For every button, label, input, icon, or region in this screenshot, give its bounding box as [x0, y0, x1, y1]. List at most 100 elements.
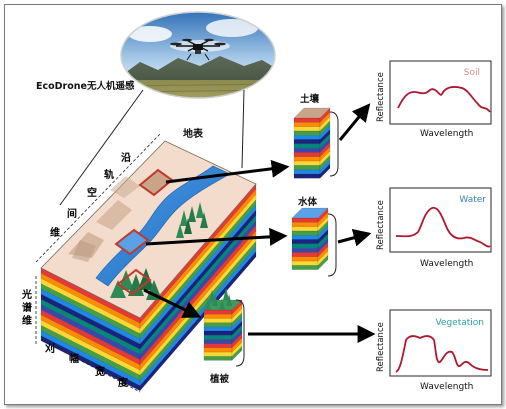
- small-cube-layer-front: [291, 239, 319, 245]
- small-cube-layer-side: [231, 337, 243, 353]
- small-cube-layer-side: [231, 307, 243, 324]
- small-cube-layer-front: [291, 265, 319, 270]
- water-chart-title: Water: [459, 195, 486, 205]
- tree-icon: [223, 288, 229, 300]
- small-cube-layer-side: [231, 312, 243, 328]
- vegetation-patch: [110, 268, 162, 300]
- forest-patch: [176, 202, 208, 238]
- spectral-axis-label: 光 谱 维: [21, 276, 37, 344]
- svg-text:空: 空: [87, 186, 97, 199]
- small-cube-layer-front: [291, 222, 319, 227]
- vegetation-chart-xlabel: Wavelength: [420, 382, 473, 392]
- arrow-water-to-cube: [145, 227, 288, 246]
- soil-spectral-cube: [293, 107, 331, 179]
- small-cube-layer-front: [293, 165, 321, 170]
- svg-text:间: 间: [67, 207, 77, 220]
- water-sample-square: [114, 228, 150, 256]
- vegetation-chart-title: Vegetation: [435, 318, 484, 328]
- fov-line-left: [59, 89, 144, 206]
- small-cube-layer-front: [203, 335, 233, 340]
- svg-text:沿: 沿: [121, 151, 131, 164]
- small-cube-layer-front: [291, 234, 319, 240]
- small-cube-layer-front: [293, 147, 321, 153]
- small-cube-layer-front: [291, 230, 319, 236]
- svg-text:轨: 轨: [104, 168, 114, 181]
- tree-icon: [219, 298, 225, 310]
- arrow-vegetation-to-cube: [143, 288, 202, 318]
- small-cube-layer-front: [291, 226, 319, 232]
- small-cube-layer-front: [203, 343, 233, 348]
- small-cube-layer-front: [293, 160, 321, 166]
- small-cube-layer-front: [291, 260, 319, 266]
- small-cube-layer-front: [203, 309, 233, 315]
- soil-chart-ylabel: Reflectance: [376, 72, 386, 122]
- small-cube-layer-front: [293, 130, 321, 136]
- small-cube-layer-front: [203, 314, 233, 319]
- small-cube-layer-side: [231, 316, 243, 332]
- small-cube-layer-front: [203, 356, 233, 361]
- cube-layer-side: [139, 230, 257, 371]
- fov-line-right: [241, 89, 245, 169]
- svg-text:谱: 谱: [22, 301, 32, 314]
- small-cube-layer-front: [293, 143, 321, 149]
- water-spectral-cube: [291, 207, 329, 271]
- small-cube-layer-side: [231, 328, 243, 345]
- svg-text:宽: 宽: [94, 365, 105, 378]
- small-cube-layer-side: [231, 324, 243, 340]
- small-cube-layer-front: [293, 156, 321, 162]
- small-cube-layer-front: [291, 252, 319, 257]
- arrow-soil-to-cube: [165, 159, 290, 184]
- svg-text:幅: 幅: [69, 352, 79, 365]
- small-cube-layer-front: [203, 330, 233, 336]
- small-cube-layer-front: [291, 217, 319, 223]
- bracket-soil: [329, 111, 339, 177]
- water-chart-ylabel: Reflectance: [376, 200, 386, 250]
- small-cube-layer-front: [293, 169, 321, 175]
- small-cube-layer-front: [291, 256, 319, 262]
- small-cube-layer-side: [231, 341, 243, 357]
- small-cube-top: [293, 107, 331, 119]
- river: [95, 165, 231, 287]
- vegetation-sample-square: [116, 268, 152, 296]
- small-cube-layer-front: [203, 347, 233, 353]
- water-cube-label: 水体: [298, 196, 318, 208]
- small-cube-layer-side: [231, 333, 243, 349]
- small-cube-layer-front: [293, 117, 321, 123]
- water-reflectance-chart: Water Wavelength Reflectance: [376, 187, 492, 269]
- drone-icon: [170, 38, 226, 61]
- soil-cube-label: 土壤: [300, 93, 320, 105]
- small-cube-layer-front: [203, 326, 233, 332]
- tree-icon: [205, 298, 211, 310]
- drone-photo: [120, 11, 276, 99]
- small-cube-layer-front: [291, 243, 319, 249]
- svg-text:维: 维: [50, 226, 60, 239]
- vegetation-reflectance-chart: Vegetation Wavelength Reflectance: [376, 309, 492, 392]
- tree-icon: [212, 294, 218, 306]
- small-cube-layer-front: [293, 126, 321, 132]
- small-cube-layer-front: [293, 152, 321, 157]
- soil-reflectance-chart: Soil Wavelength Reflectance: [376, 60, 492, 139]
- small-cube-layer-side: [231, 320, 243, 336]
- small-cube-layer-side: [231, 303, 243, 319]
- drone-label: EcoDrone无人机遥感: [36, 80, 135, 92]
- ground-label: 地表: [183, 127, 204, 140]
- vegetation-cube-label: 植被: [209, 373, 230, 385]
- small-cube-layer-side: [231, 345, 243, 361]
- small-cube-layer-front: [293, 139, 321, 145]
- svg-text:刈: 刈: [45, 342, 55, 355]
- svg-text:光: 光: [21, 288, 32, 301]
- small-cube-layer-front: [293, 122, 321, 127]
- svg-text:维: 维: [22, 314, 32, 327]
- small-cube-layer-front: [293, 134, 321, 140]
- small-cube-layer-front: [203, 339, 233, 344]
- soil-chart-xlabel: Wavelength: [420, 129, 473, 139]
- small-cube-layer-front: [203, 318, 233, 323]
- svg-text:度: 度: [118, 376, 129, 389]
- cross-track-axis-label: 刈 幅 宽 度: [41, 339, 141, 393]
- ground-surface: [35, 133, 257, 319]
- bracket-vegetation: [235, 299, 245, 367]
- small-cube-top: [291, 207, 329, 219]
- vegetation-spectral-cube: [203, 288, 243, 361]
